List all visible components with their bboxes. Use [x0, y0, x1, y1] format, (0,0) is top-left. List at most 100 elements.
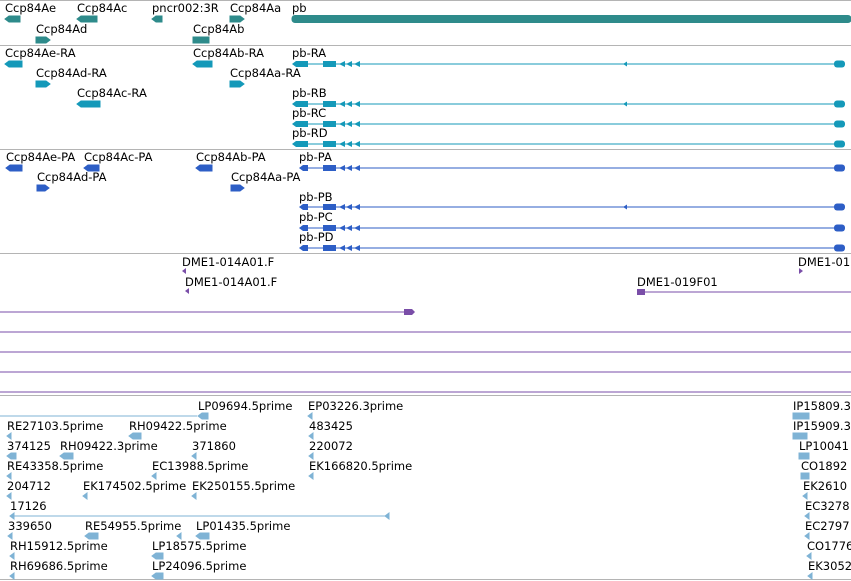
est-label[interactable]: RE27103.5prime [7, 419, 103, 433]
gene-feature[interactable] [291, 15, 851, 23]
protein-label[interactable]: pb-PD [299, 230, 334, 244]
est-feature[interactable] [6, 472, 12, 480]
mrna-feature-pb-ra[interactable] [292, 60, 845, 68]
est-label[interactable]: RE43358.5prime [7, 459, 103, 473]
est-feature[interactable] [9, 512, 390, 520]
est-label[interactable]: LP10041 [799, 439, 849, 453]
gene-label[interactable]: pb [292, 1, 307, 15]
mrna-feature[interactable] [76, 100, 101, 108]
mrna-label[interactable]: Ccp84Aa-RA [230, 66, 301, 80]
est-label[interactable]: IP15909.3 [793, 419, 851, 433]
est-feature[interactable] [191, 492, 197, 500]
gene-feature[interactable] [229, 15, 245, 23]
est-label[interactable]: LP18575.5prime [152, 539, 246, 553]
est-feature[interactable] [151, 472, 157, 480]
est-label[interactable]: RH09422.5prime [129, 419, 227, 433]
est-label[interactable]: EK166820.5prime [309, 459, 412, 473]
protein-label[interactable]: pb-PB [299, 190, 333, 204]
est-feature[interactable] [308, 472, 314, 480]
mrna-label[interactable]: pb-RB [292, 86, 327, 100]
est-feature[interactable] [7, 532, 13, 540]
est-label[interactable]: LP09694.5prime [198, 399, 292, 413]
est-label[interactable]: RE54955.5prime [85, 519, 181, 533]
est-label[interactable]: 339650 [8, 519, 52, 533]
est-label[interactable]: 483425 [309, 419, 353, 433]
est-feature[interactable] [806, 552, 812, 560]
clone-feature[interactable] [185, 288, 189, 294]
mrna-feature[interactable] [229, 80, 245, 88]
mrna-label[interactable]: Ccp84Ac-RA [77, 86, 147, 100]
protein-label[interactable]: Ccp84Ad-PA [37, 170, 107, 184]
est-label[interactable]: EK2610 [803, 479, 847, 493]
est-label[interactable]: EC13988.5prime [152, 459, 248, 473]
est-feature[interactable] [792, 432, 808, 440]
est-feature[interactable] [807, 572, 813, 580]
clone-label[interactable]: DME1-014A01.F [182, 255, 274, 269]
est-feature[interactable] [800, 472, 810, 480]
mrna-feature-pb-rc[interactable] [292, 120, 845, 128]
est-label[interactable]: RH09422.3prime [60, 439, 158, 453]
est-feature[interactable] [191, 452, 197, 460]
est-feature[interactable] [6, 432, 12, 440]
est-feature[interactable] [197, 412, 209, 420]
protein-feature[interactable] [195, 164, 213, 172]
protein-label[interactable]: pb-PA [299, 150, 332, 164]
protein-feature-pb-pb[interactable] [299, 203, 845, 211]
est-label[interactable]: EK3052 [808, 559, 851, 573]
mrna-feature-pb-rd[interactable] [292, 140, 845, 148]
est-label[interactable]: CO1892 [801, 459, 847, 473]
est-feature[interactable] [804, 532, 810, 540]
est-feature[interactable] [151, 552, 164, 560]
est-feature[interactable] [176, 532, 182, 540]
est-feature[interactable] [802, 492, 808, 500]
est-feature[interactable] [792, 412, 810, 420]
mrna-label[interactable]: Ccp84Ae-RA [5, 46, 76, 60]
gene-label[interactable]: pncr002:3R [152, 1, 219, 15]
est-feature[interactable] [307, 412, 313, 420]
gene-label[interactable]: Ccp84Ad [36, 22, 87, 36]
est-feature[interactable] [59, 452, 74, 460]
est-feature[interactable] [6, 492, 12, 500]
est-label[interactable]: IP15809.3 [793, 399, 851, 413]
est-feature[interactable] [82, 492, 88, 500]
protein-label[interactable]: Ccp84Ab-PA [196, 150, 266, 164]
mrna-label[interactable]: Ccp84Ad-RA [36, 66, 107, 80]
est-feature[interactable] [804, 512, 810, 520]
est-label[interactable]: 17126 [10, 499, 47, 513]
protein-label[interactable]: Ccp84Ac-PA [84, 150, 153, 164]
gene-label[interactable]: Ccp84Ab [193, 22, 244, 36]
est-label[interactable]: EK250155.5prime [192, 479, 295, 493]
est-label[interactable]: 374125 [7, 439, 51, 453]
mrna-label[interactable]: Ccp84Ab-RA [193, 46, 264, 60]
est-feature[interactable] [798, 452, 810, 460]
est-label[interactable]: 220072 [309, 439, 353, 453]
gene-feature[interactable] [151, 15, 163, 23]
est-feature[interactable] [151, 572, 164, 580]
mrna-feature[interactable] [4, 60, 23, 68]
est-feature[interactable] [9, 552, 15, 560]
est-feature[interactable] [6, 452, 17, 460]
clone-label[interactable]: DME1-014A01.F [185, 275, 277, 289]
clone-feature[interactable] [637, 289, 851, 295]
est-label[interactable]: 371860 [192, 439, 236, 453]
est-feature[interactable] [308, 432, 314, 440]
est-feature[interactable] [308, 452, 314, 460]
protein-feature-pb-pc[interactable] [299, 224, 845, 232]
mrna-label[interactable]: pb-RD [292, 126, 328, 140]
est-label[interactable]: 204712 [7, 479, 51, 493]
gene-feature[interactable] [4, 15, 21, 23]
protein-feature-pb-pd[interactable] [299, 244, 845, 252]
clone-feature[interactable] [182, 268, 186, 274]
est-feature[interactable] [128, 432, 142, 440]
clone-label[interactable]: DME1-01 [798, 255, 850, 269]
gene-label[interactable]: Ccp84Ac [77, 1, 127, 15]
est-label[interactable]: EC2797 [805, 519, 850, 533]
clone-label[interactable]: DME1-019F01 [637, 275, 718, 289]
mrna-feature-pb-rb[interactable] [292, 100, 845, 108]
est-label[interactable]: RH15912.5prime [10, 539, 108, 553]
est-feature[interactable] [9, 572, 15, 580]
protein-feature-pb-pa[interactable] [299, 164, 845, 172]
protein-feature[interactable] [83, 164, 100, 172]
mrna-feature[interactable] [192, 60, 213, 68]
est-label[interactable]: RH69686.5prime [10, 559, 108, 573]
